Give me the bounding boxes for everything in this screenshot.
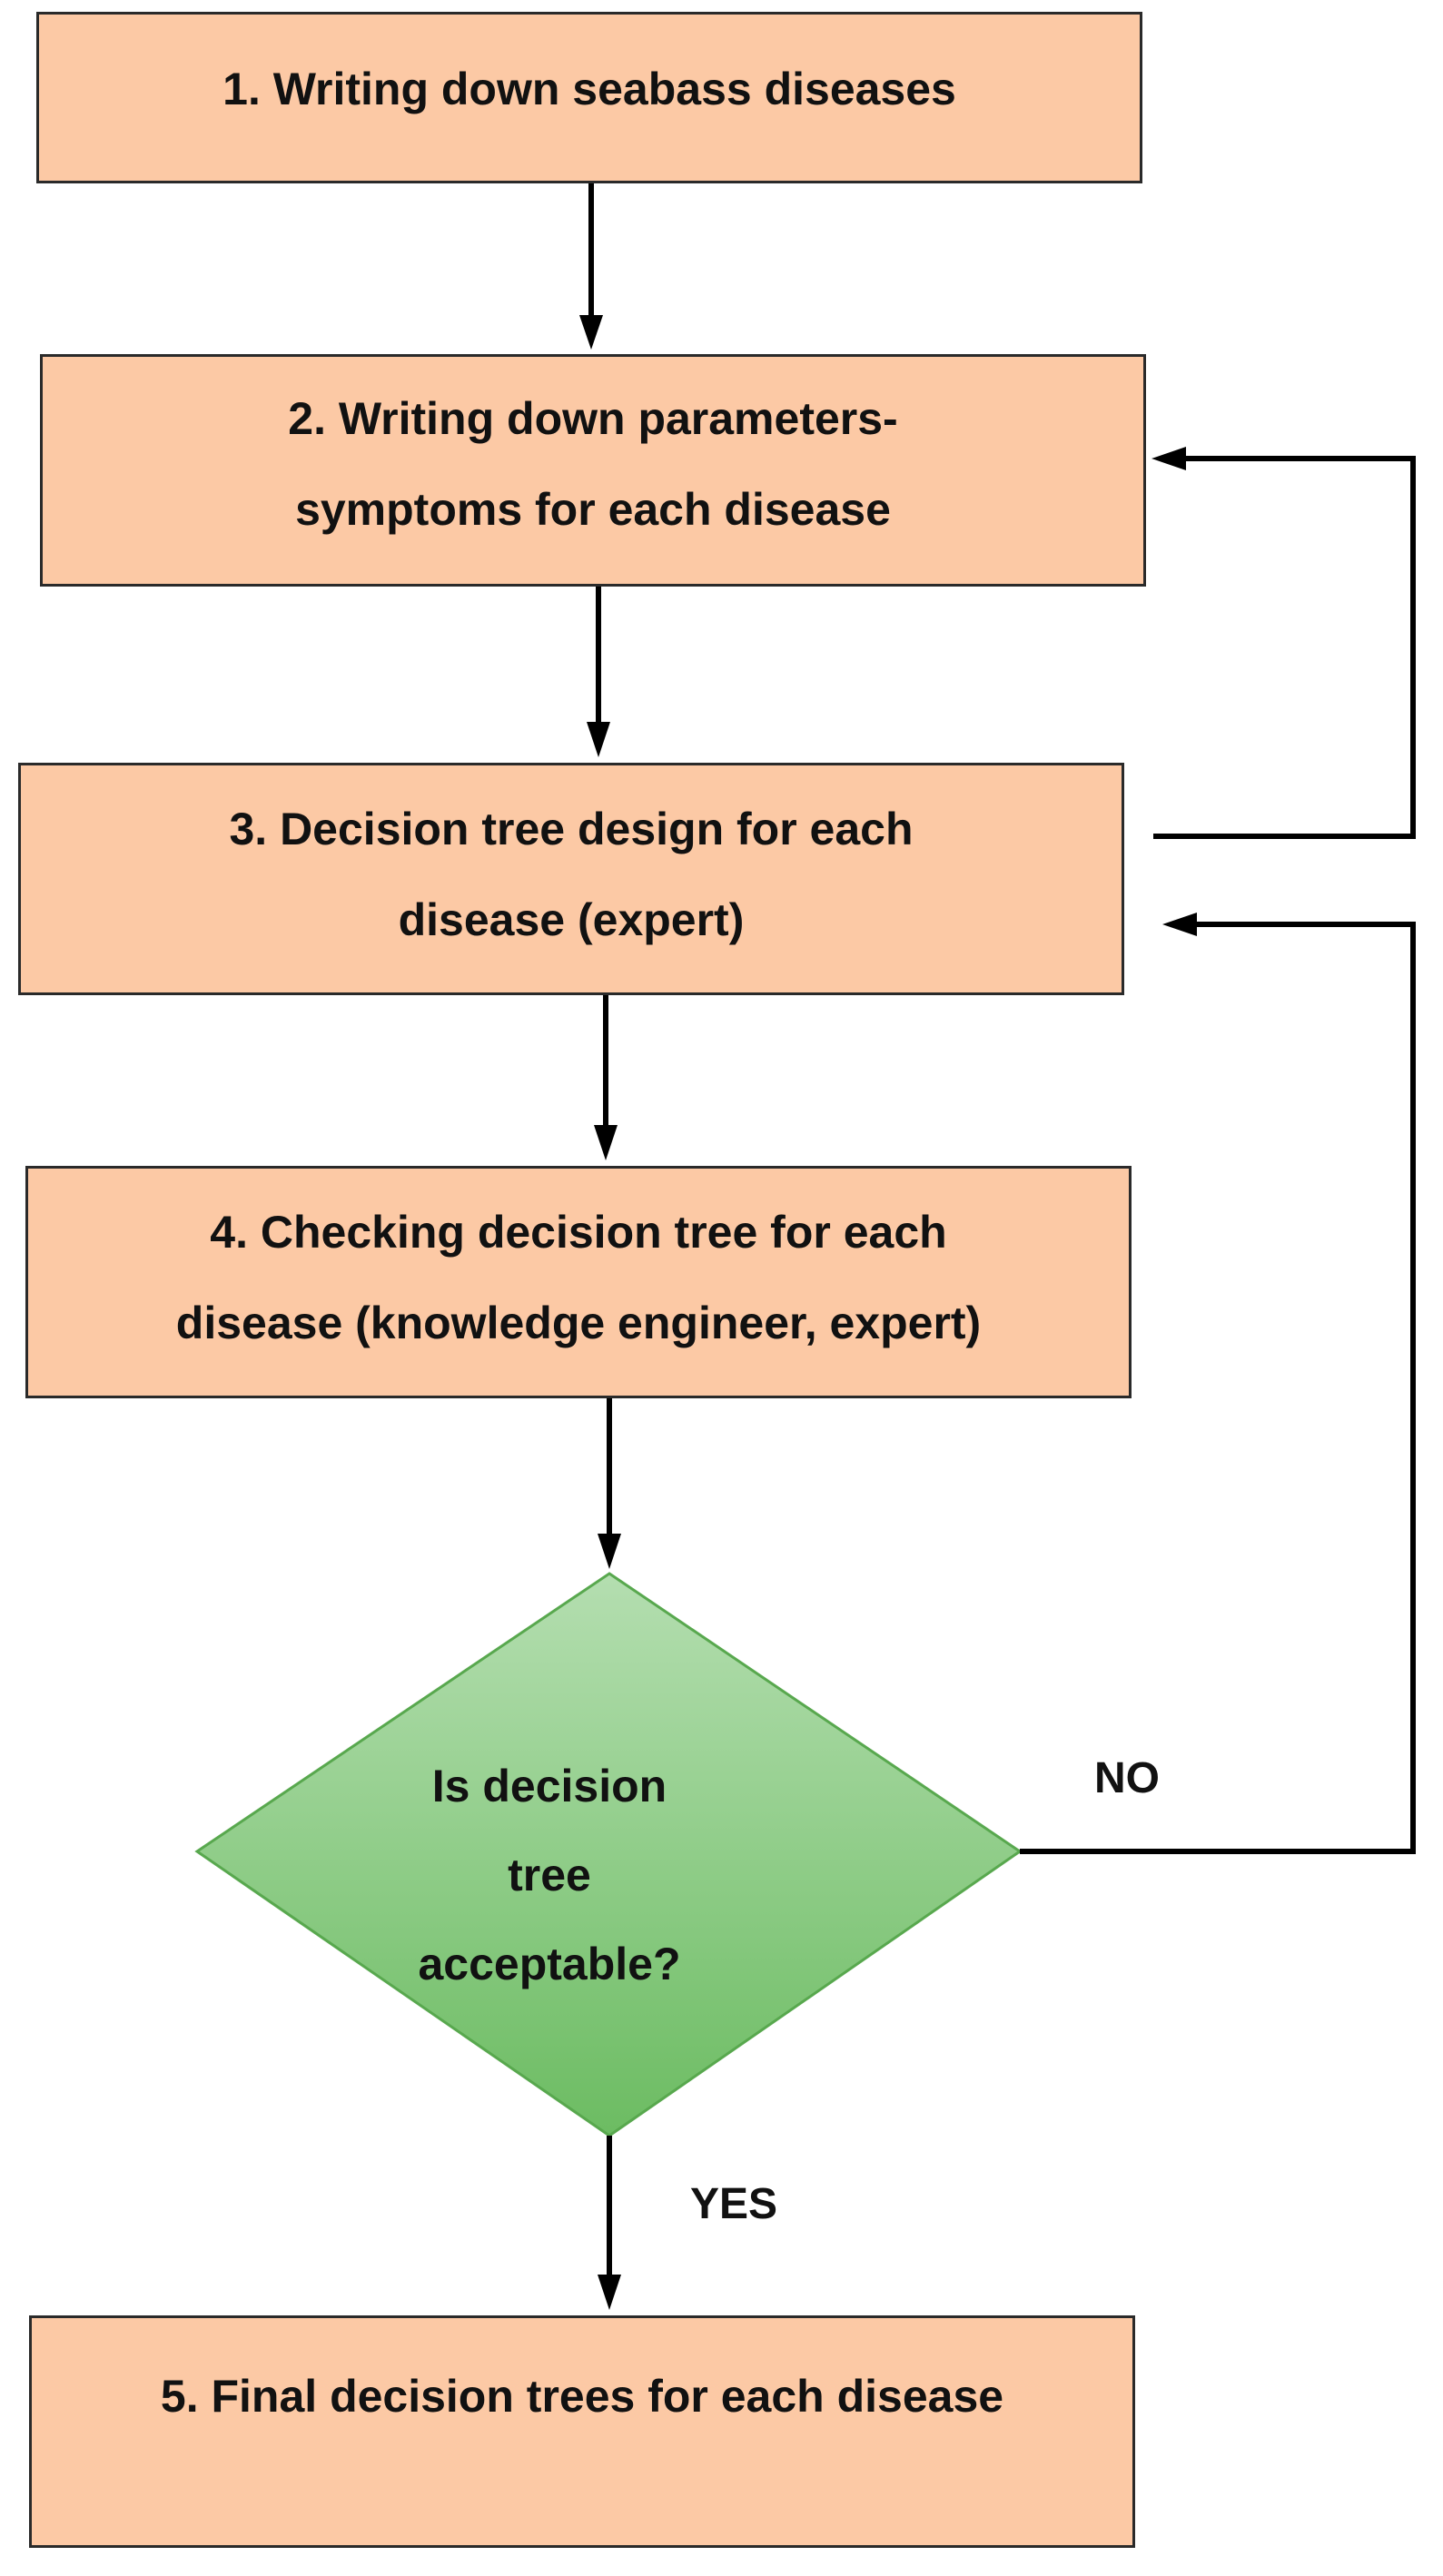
step-4-text: 4. Checking decision tree for each disea…	[175, 1207, 982, 1348]
loop-3-to-2	[1151, 447, 1416, 839]
step-4-box: 4. Checking decision tree for each disea…	[25, 1166, 1132, 1398]
step-2-text: 2. Writing down parameters- symptoms for…	[288, 393, 898, 535]
step-3-text: 3. Decision tree design for each disease…	[229, 804, 914, 945]
decision-text: Is decision tree acceptable?	[418, 1761, 681, 1989]
no-label: NO	[1094, 1754, 1160, 1802]
yes-label: YES	[690, 2180, 778, 2228]
step-5-box: 5. Final decision trees for each disease	[29, 2315, 1135, 2548]
loop-no-to-3	[1020, 913, 1416, 1854]
connector-2-3	[587, 587, 610, 757]
step-1-text: 1. Writing down seabass diseases	[222, 64, 956, 114]
step-5-text: 5. Final decision trees for each disease	[160, 2371, 1004, 2422]
step-1-box: 1. Writing down seabass diseases	[36, 12, 1142, 183]
connector-3-4	[594, 995, 618, 1160]
step-2-box: 2. Writing down parameters- symptoms for…	[40, 354, 1146, 587]
connector-1-2	[579, 183, 603, 350]
connector-4-decision	[598, 1398, 621, 1569]
connector-decision-5	[598, 2136, 621, 2310]
step-3-box: 3. Decision tree design for each disease…	[18, 763, 1124, 995]
